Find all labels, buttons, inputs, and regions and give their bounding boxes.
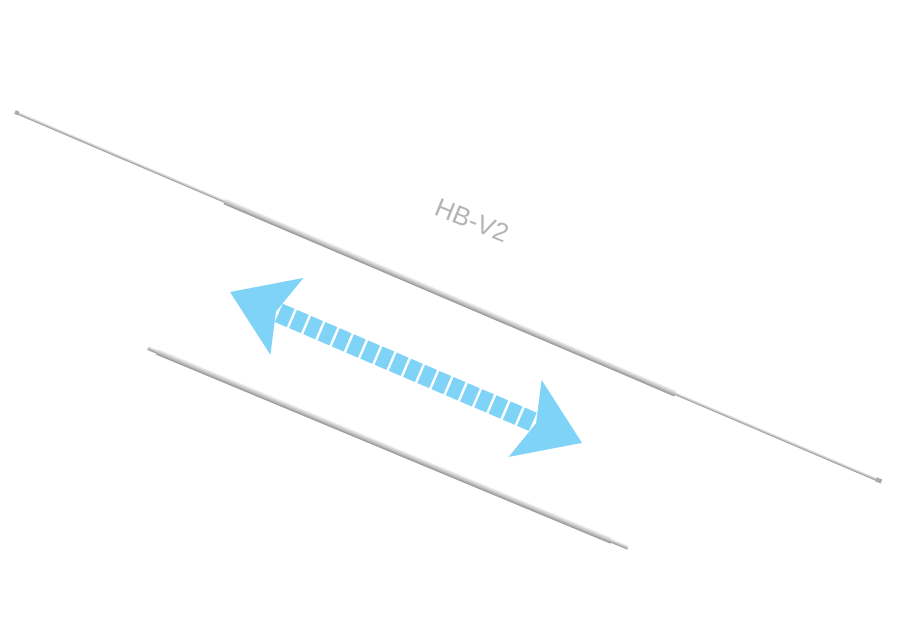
arrow-head-left: [230, 277, 304, 356]
arrow-shaft-segment: [303, 315, 324, 340]
long-rod-end: [875, 477, 883, 484]
arrow-shaft-segment: [388, 352, 409, 377]
short-rod-threaded-section: [156, 349, 613, 544]
arrow-shaft-segment: [431, 370, 452, 395]
double-arrow-icon: [230, 277, 583, 458]
arrow-shaft-segment: [474, 389, 495, 413]
arrow-head-right: [508, 379, 583, 458]
arrow-shaft-segment: [274, 303, 295, 328]
arrow-shaft-segment: [289, 309, 309, 334]
product-label: HB-V2: [431, 192, 513, 249]
arrow-shaft-segment: [331, 328, 352, 352]
short-rod: [147, 346, 629, 550]
arrow-shaft-segment: [317, 322, 338, 346]
arrow-shaft-segment: [459, 383, 480, 407]
arrow-shaft-segment: [360, 340, 381, 364]
long-rod-threaded-section: [223, 198, 677, 397]
arrow-shaft-segment: [502, 401, 523, 425]
short-rod-tip: [147, 346, 160, 355]
arrow-shaft-segment: [488, 395, 509, 419]
arrow-shaft-segment: [445, 376, 466, 401]
arrow-shaft-segment: [346, 334, 366, 358]
arrow-shaft-segment: [402, 358, 423, 383]
short-rod-end: [608, 538, 629, 550]
arrow-shaft-segment: [516, 407, 537, 431]
arrow-shaft-segment: [374, 346, 395, 370]
arrow-shaft-segment: [417, 364, 438, 389]
long-rod: [14, 110, 883, 484]
long-rod-tip: [14, 110, 20, 116]
